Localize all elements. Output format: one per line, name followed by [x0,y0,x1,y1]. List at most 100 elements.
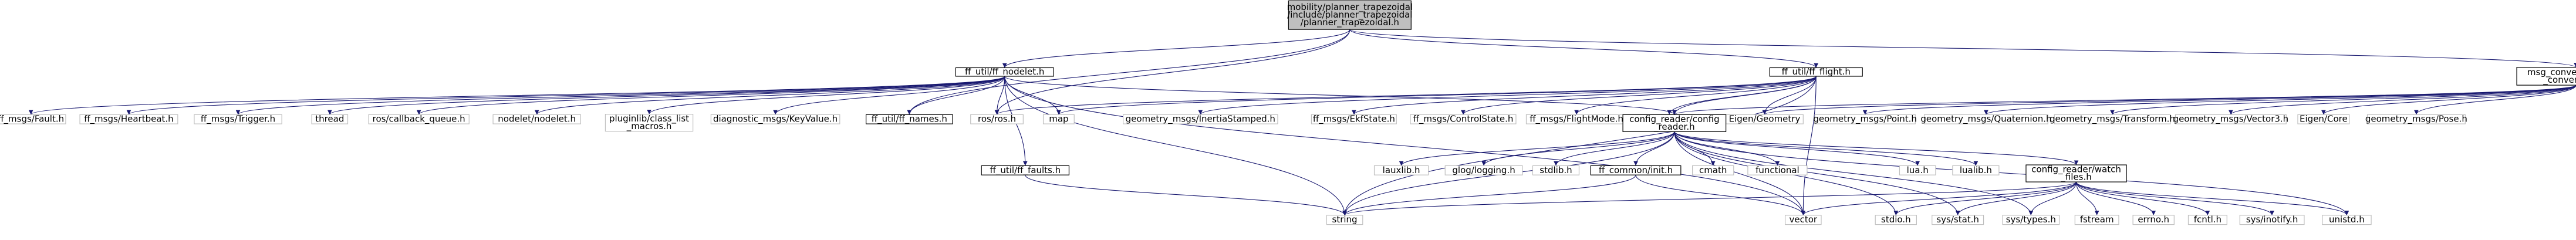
node-lua-h[interactable]: lua.h [1899,165,1936,175]
node-string[interactable]: string [1326,214,1363,225]
node-ros-callback-queue-h[interactable]: ros/callback_queue.h [368,114,470,125]
node-ff-msgs-controlstate-h[interactable]: ff_msgs/ControlState.h [1410,114,1517,125]
edge-nodelet_h-to-fault [29,76,1005,115]
node-box [1769,67,1863,77]
node-ros-ros-h[interactable]: ros/ros.h [970,114,1024,124]
node-label: unistd.h [2329,214,2365,225]
node-ff-msgs-ekfstate-h[interactable]: ff_msgs/EkfState.h [1311,114,1397,125]
node-pluginlib-class-list-macros-h[interactable]: pluginlib/class_list_macros.h [605,113,694,132]
edge-watch-to-errno [2075,181,2156,215]
node-box [2175,114,2287,124]
node-box [1410,114,1517,124]
edge-config_reader-to-lauxlib [1399,131,1675,166]
edge-flight_h-to-vector [1801,76,1817,215]
node-nodelet-nodelet-h[interactable]: nodelet/nodelet.h [492,114,581,124]
node-thread[interactable]: thread [311,114,349,124]
edge-watch-to-string [1342,181,2077,216]
node-geometry-msgs-quaternion-h[interactable]: geometry_msgs/Quaternion.h [1920,114,2051,125]
node-sys-types-h[interactable]: sys/types.h [2002,214,2060,225]
node-box [1532,165,1580,175]
node-sys-inotify-h[interactable]: sys/inotify.h [2239,214,2305,225]
edge-msgconv_h-to-vector3 [2229,84,2576,115]
node-label: ros/ros.h [978,114,1016,124]
node-label: errno.h [2138,214,2169,225]
node-unistd-h[interactable]: unistd.h [2322,214,2372,225]
node-diagnostic-msgs-keyvalue-h[interactable]: diagnostic_msgs/KeyValue.h [710,114,840,125]
node-config-reader-watch-files-h[interactable]: config_reader/watch_files.h [2025,164,2127,183]
edge-watch-to-vector [1801,181,2077,216]
node-ff-msgs-fault-h[interactable]: ff_msgs/Fault.h [0,114,66,125]
node-eigen-core[interactable]: Eigen/Core [2297,114,2350,124]
node-geometry-msgs-vector3-h[interactable]: geometry_msgs/Vector3.h [2173,114,2289,125]
node-eigen-geometry[interactable]: Eigen/Geometry [1726,114,1804,124]
node-lualib-h[interactable]: lualib.h [1952,165,2000,175]
node-ff-util-ff-nodelet-h[interactable]: ff_util/ff_nodelet.h [955,66,1054,77]
node-box [1932,215,1984,225]
node-box [1288,0,1412,30]
node-geometry-msgs-point-h[interactable]: geometry_msgs/Point.h [1813,114,1917,125]
node-box [710,114,840,124]
node-stdlib-h[interactable]: stdlib.h [1532,165,1580,175]
node-ff-msgs-flightmode-h[interactable]: ff_msgs/FlightMode.h [1525,114,1628,125]
node-fcntl-h[interactable]: fcntl.h [2187,214,2227,225]
node-box [2074,215,2119,225]
node-label: ff_msgs/EkfState.h [1313,114,1395,125]
node-cmath[interactable]: cmath [1692,165,1734,175]
edge-flight_h-to-control [1461,76,1817,115]
node-ff-msgs-heartbeat-h[interactable]: ff_msgs/Heartbeat.h [79,114,178,125]
node-glog-logging-h[interactable]: glog/logging.h [1444,165,1523,175]
node-errno-h[interactable]: errno.h [2132,214,2175,225]
node-label: _files.h [2060,172,2091,183]
edge-flight_h-to-config_reader [1672,76,1817,115]
node-ff-util-ff-flight-h[interactable]: ff_util/ff_flight.h [1769,66,1863,77]
node-geometry-msgs-transform-h[interactable]: geometry_msgs/Transform.h [2050,114,2175,125]
node-label: map [1049,114,1068,124]
node-label: geometry_msgs/Vector3.h [2173,114,2289,125]
node-sys-stat-h[interactable]: sys/stat.h [1932,214,1984,225]
node-geometry-msgs-inertiastamped-h[interactable]: geometry_msgs/InertiaStamped.h [1123,114,1278,125]
node-box [2054,114,2171,124]
node-label: pluginlib/class_list [609,113,689,124]
node-box [2322,215,2372,225]
node-label: geometry_msgs/Point.h [1813,114,1917,125]
node-box [0,114,66,124]
edge-msgconv_h-to-point [1863,84,2576,115]
node-config-reader-config-reader-h[interactable]: config_reader/config_reader.h [1622,114,1727,133]
node-box [2132,215,2175,225]
node-stdio-h[interactable]: stdio.h [1875,214,1917,225]
node-label: ff_msgs/ControlState.h [1413,114,1514,125]
node-vector[interactable]: vector [1784,214,1822,225]
node-fstream[interactable]: fstream [2074,214,2119,225]
node-lauxlib-h[interactable]: lauxlib.h [1373,165,1429,175]
node-ff-msgs-trigger-h[interactable]: ff_msgs/Trigger.h [194,114,282,125]
edge-watch-to-inotify [2075,181,2274,215]
node-map[interactable]: map [1042,114,1075,124]
node-label: ff_util/ff_flight.h [1782,66,1851,77]
node-msg-conversions-msg-conversions-h[interactable]: msg_conversions/msg_conversions.h [2516,67,2576,86]
edge-root-to-msgconv_h [1349,29,2576,68]
node-label: config_reader/config [1629,114,1720,125]
edge-msgconv_h-to-quat [1984,84,2576,115]
edge-msgconv_h-to-core [2321,84,2576,115]
node-box [981,165,1070,175]
node-functional[interactable]: functional [1747,165,1808,175]
node-ff-common-init-h[interactable]: ff_common/init.h [1590,165,1682,176]
node-box [1590,165,1682,175]
node-label: fcntl.h [2194,214,2221,225]
node-mobility-planner-trapezoidal-include-planner-trapezoidal-planner-trapezoidal-h[interactable]: mobility/planner_trapezoidal/include/pla… [1287,0,1413,30]
node-label: Eigen/Core [2300,114,2348,124]
node-geometry-msgs-pose-h[interactable]: geometry_msgs/Pose.h [2365,114,2467,125]
node-label: ff_util/ff_names.h [872,114,947,125]
node-label: stdio.h [1881,214,1911,225]
edge-config_reader-to-unistd [1674,131,2349,215]
node-box [1784,215,1822,225]
edge-flight_h-to-map [1056,76,1817,115]
edge-flight_h-to-ekf [1352,76,1817,115]
node-box [955,67,1054,77]
node-ff-util-ff-names-h[interactable]: ff_util/ff_names.h [865,114,953,125]
node-label: geometry_msgs/InertiaStamped.h [1126,114,1275,125]
node-box [1326,215,1363,225]
node-ff-util-ff-faults-h[interactable]: ff_util/ff_faults.h [981,165,1070,176]
node-box [2025,164,2127,182]
node-label: geometry_msgs/Quaternion.h [1920,114,2051,125]
